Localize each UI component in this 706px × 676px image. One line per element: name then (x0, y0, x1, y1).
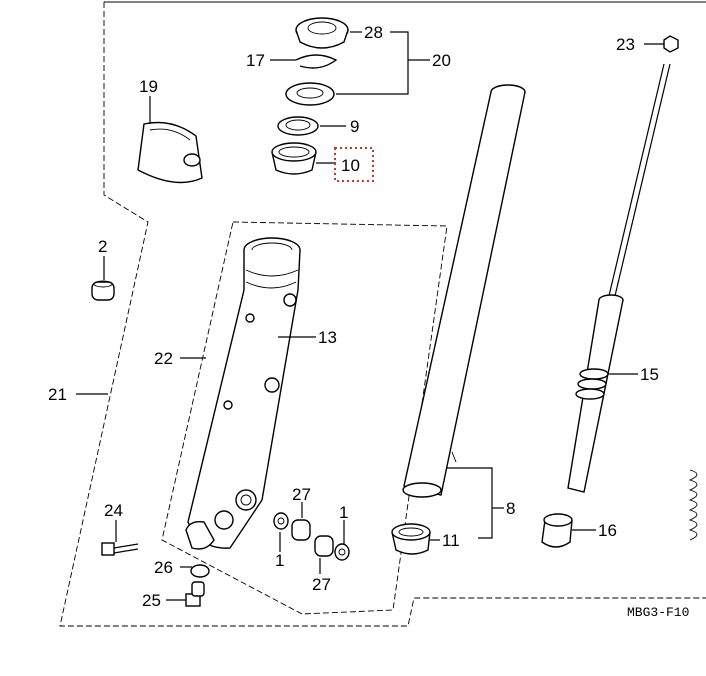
callout-15[interactable]: 15 (640, 365, 659, 384)
callout-16[interactable]: 16 (598, 521, 617, 540)
part-8-fork-pipe[interactable] (402, 84, 526, 498)
part-25-socket-bolt[interactable] (185, 581, 205, 607)
callout-9[interactable]: 9 (350, 117, 359, 136)
part-9-backup-ring[interactable] (277, 116, 319, 136)
callout-8[interactable]: 8 (506, 499, 515, 518)
assembly-boundary-22 (161, 221, 448, 615)
callout-27-lower[interactable]: 27 (312, 575, 331, 594)
selected-callout-highlight (334, 147, 374, 182)
part-20-oil-seal[interactable] (285, 82, 335, 106)
figure-code: MBG3-F10 (627, 605, 689, 620)
part-27-bushing-lower[interactable] (314, 535, 334, 557)
callout-24[interactable]: 24 (104, 501, 123, 520)
part-23-nut[interactable] (663, 35, 679, 53)
part-27-bushing-upper[interactable] (291, 519, 311, 541)
callout-27-upper[interactable]: 27 (292, 485, 311, 504)
callout-17[interactable]: 17 (246, 51, 265, 70)
callout-21[interactable]: 21 (48, 385, 67, 404)
part-1-washer-right[interactable] (334, 543, 350, 561)
part-13-fork-slider[interactable] (185, 237, 301, 550)
callout-2[interactable]: 2 (98, 237, 107, 256)
callout-13[interactable]: 13 (318, 328, 337, 347)
part-10-slider-bushing[interactable] (271, 142, 317, 175)
callout-19[interactable]: 19 (139, 77, 158, 96)
damper-rod (607, 63, 671, 301)
callout-23[interactable]: 23 (616, 35, 635, 54)
part-17-stopper-ring[interactable] (295, 54, 338, 69)
part-26-washer[interactable] (190, 564, 210, 578)
callout-20[interactable]: 20 (432, 51, 451, 70)
assembly-boundary-21 (59, 1, 706, 627)
part-15-fork-piston[interactable] (567, 294, 624, 493)
callout-22[interactable]: 22 (154, 349, 173, 368)
callout-26[interactable]: 26 (154, 558, 173, 577)
callout-1-right[interactable]: 1 (339, 503, 348, 522)
part-19-fork-guard[interactable] (137, 121, 203, 184)
callout-28[interactable]: 28 (364, 23, 383, 42)
callout-labels: 28 17 20 9 10 19 2 21 22 13 27 1 1 27 8 … (48, 23, 659, 610)
callout-10[interactable]: 10 (341, 156, 360, 175)
callout-11[interactable]: 11 (442, 531, 460, 550)
part-1-washer-left[interactable] (273, 512, 289, 530)
callout-25[interactable]: 25 (142, 591, 161, 610)
part-2-collar[interactable] (91, 280, 115, 301)
leader-lines (76, 31, 664, 601)
fork-spring-edge (688, 469, 698, 541)
callout-1-left[interactable]: 1 (275, 551, 284, 570)
part-16-oil-lock-piece[interactable] (541, 513, 573, 548)
part-28-dust-seal[interactable] (295, 17, 349, 49)
part-24-bolt[interactable] (101, 542, 139, 556)
part-11-slider-bushing[interactable] (391, 523, 431, 555)
